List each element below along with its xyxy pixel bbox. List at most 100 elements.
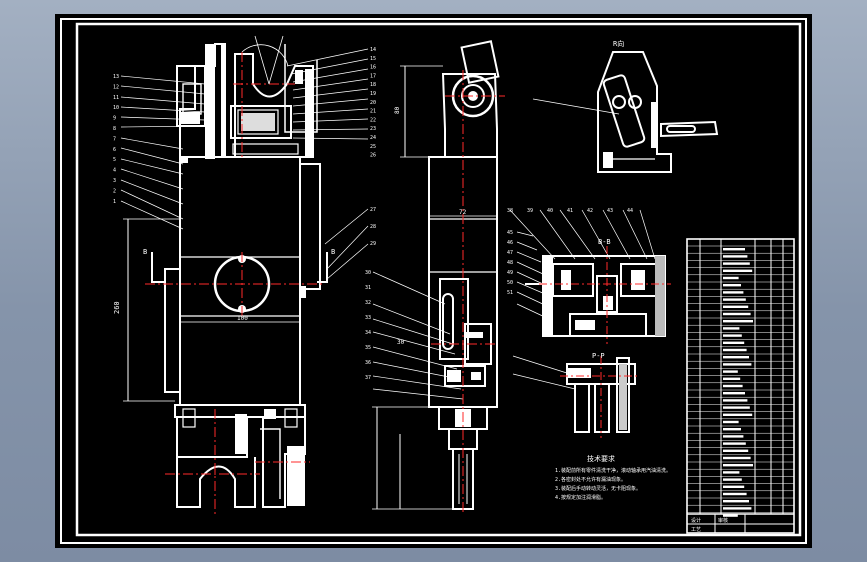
dim-100: 100 (237, 315, 248, 322)
part-number-9: 9 (113, 116, 116, 122)
table-row-text-mark (723, 449, 749, 452)
part-number-17: 17 (370, 73, 376, 79)
label-b-right: B (331, 248, 335, 256)
part-number-6: 6 (113, 147, 116, 153)
part-number-20: 20 (370, 100, 376, 106)
front-view-centerlines (145, 52, 325, 514)
part-number-32: 32 (365, 300, 371, 306)
table-row-text-mark (723, 406, 750, 409)
table-row-text-mark (723, 500, 749, 503)
bb-section-centerlines (539, 246, 671, 344)
part-number-3: 3 (113, 178, 116, 184)
table-row-text-mark (723, 435, 744, 438)
side-view-centerlines (431, 70, 505, 514)
notes-title: 技术要求 (587, 454, 615, 463)
pp-section-centerlines (560, 356, 640, 438)
table-row-text-mark (723, 464, 753, 467)
table-row-text-mark (723, 442, 746, 445)
part-number-36: 36 (365, 360, 371, 366)
note-line-4: 4.按规定加注润滑脂。 (555, 494, 606, 501)
part-number-27: 27 (370, 207, 376, 213)
title-block-c: 工艺 (691, 527, 701, 533)
part-number-48: 48 (507, 260, 513, 266)
note-line-2: 2.各密封处不允许有漏油现象。 (555, 476, 626, 483)
angle-reference-arc (241, 35, 289, 85)
pp-section (512, 355, 636, 433)
r-view-leader (532, 98, 620, 115)
part-number-38: 38 (507, 208, 513, 214)
table-row-text-mark (723, 392, 745, 395)
label-pp: P-P (592, 352, 605, 360)
label-b-left: B (143, 248, 147, 256)
label-bb: B-B (598, 238, 611, 246)
inner-frame (75, 22, 802, 537)
part-number-12: 12 (113, 84, 119, 90)
part-number-35: 35 (365, 345, 371, 351)
table-row-text-mark (723, 370, 738, 373)
part-number-49: 49 (507, 270, 513, 276)
part-number-22: 22 (370, 117, 376, 123)
dim-72: 72 (459, 209, 467, 216)
outer-frame (60, 18, 807, 544)
part-number-39: 39 (527, 208, 533, 214)
part-number-50: 50 (507, 280, 513, 286)
part-number-30: 30 (365, 270, 371, 276)
table-row-text-mark (723, 384, 743, 388)
part-number-11: 11 (113, 95, 119, 101)
part-number-8: 8 (113, 126, 116, 132)
part-number-4: 4 (113, 168, 116, 174)
part-number-labels: 1312111098765432114151617181920212223242… (113, 47, 633, 381)
table-row-text-mark (723, 428, 741, 431)
part-number-10: 10 (113, 105, 119, 111)
bb-section-hatching (543, 256, 665, 336)
table-row-text-mark (723, 399, 748, 402)
label-r-view: R向 (613, 39, 624, 48)
drawing-sheet: 260 100 72 30 80 R向 B-B P-P B B 技术要求 1.装… (55, 14, 812, 548)
table-row-text-mark (723, 507, 752, 510)
r-view (597, 51, 719, 173)
r-view-hatching (603, 102, 657, 168)
part-number-23: 23 (370, 126, 376, 132)
table-row-text-mark (723, 327, 740, 330)
assembly-drawing: 260 100 72 30 80 R向 B-B P-P B B 技术要求 1.装… (60, 18, 807, 544)
part-number-43: 43 (607, 208, 613, 214)
table-row-text-mark (723, 377, 741, 380)
table-row-text-mark (723, 413, 753, 416)
table-row-text-mark (723, 248, 745, 251)
part-number-44: 44 (627, 208, 633, 214)
part-number-37: 37 (365, 375, 371, 381)
table-row-text-mark (723, 348, 747, 352)
part-number-21: 21 (370, 109, 376, 115)
table-row-text-mark (723, 255, 748, 258)
dim-30: 30 (397, 339, 405, 346)
table-row-text-mark (723, 471, 740, 474)
table-row-text-mark (723, 363, 752, 366)
side-view (372, 40, 500, 510)
title-block-a: 设计 (691, 517, 701, 524)
table-row-text-mark (723, 492, 747, 496)
table-row-text-mark (723, 291, 744, 294)
part-number-2: 2 (113, 188, 116, 194)
table-row-text-mark (723, 262, 750, 265)
table-row-text-mark (723, 356, 749, 359)
part-number-1: 1 (113, 199, 116, 205)
front-view-hatching (180, 44, 313, 506)
part-number-51: 51 (507, 290, 513, 296)
part-number-18: 18 (370, 82, 376, 88)
table-row-text-mark (723, 276, 739, 280)
table-row-text-mark (723, 305, 749, 308)
part-number-31: 31 (365, 285, 371, 291)
table-row-text-mark (723, 341, 745, 344)
part-number-28: 28 (370, 224, 376, 230)
pp-section-hatching (567, 364, 627, 430)
dim-80: 80 (394, 106, 401, 114)
table-row-text-mark (723, 485, 745, 488)
part-number-42: 42 (587, 208, 593, 214)
part-number-19: 19 (370, 91, 376, 97)
part-number-40: 40 (547, 208, 553, 214)
part-number-7: 7 (113, 136, 116, 142)
part-number-46: 46 (507, 240, 513, 246)
part-number-5: 5 (113, 157, 116, 163)
part-number-26: 26 (370, 153, 376, 159)
